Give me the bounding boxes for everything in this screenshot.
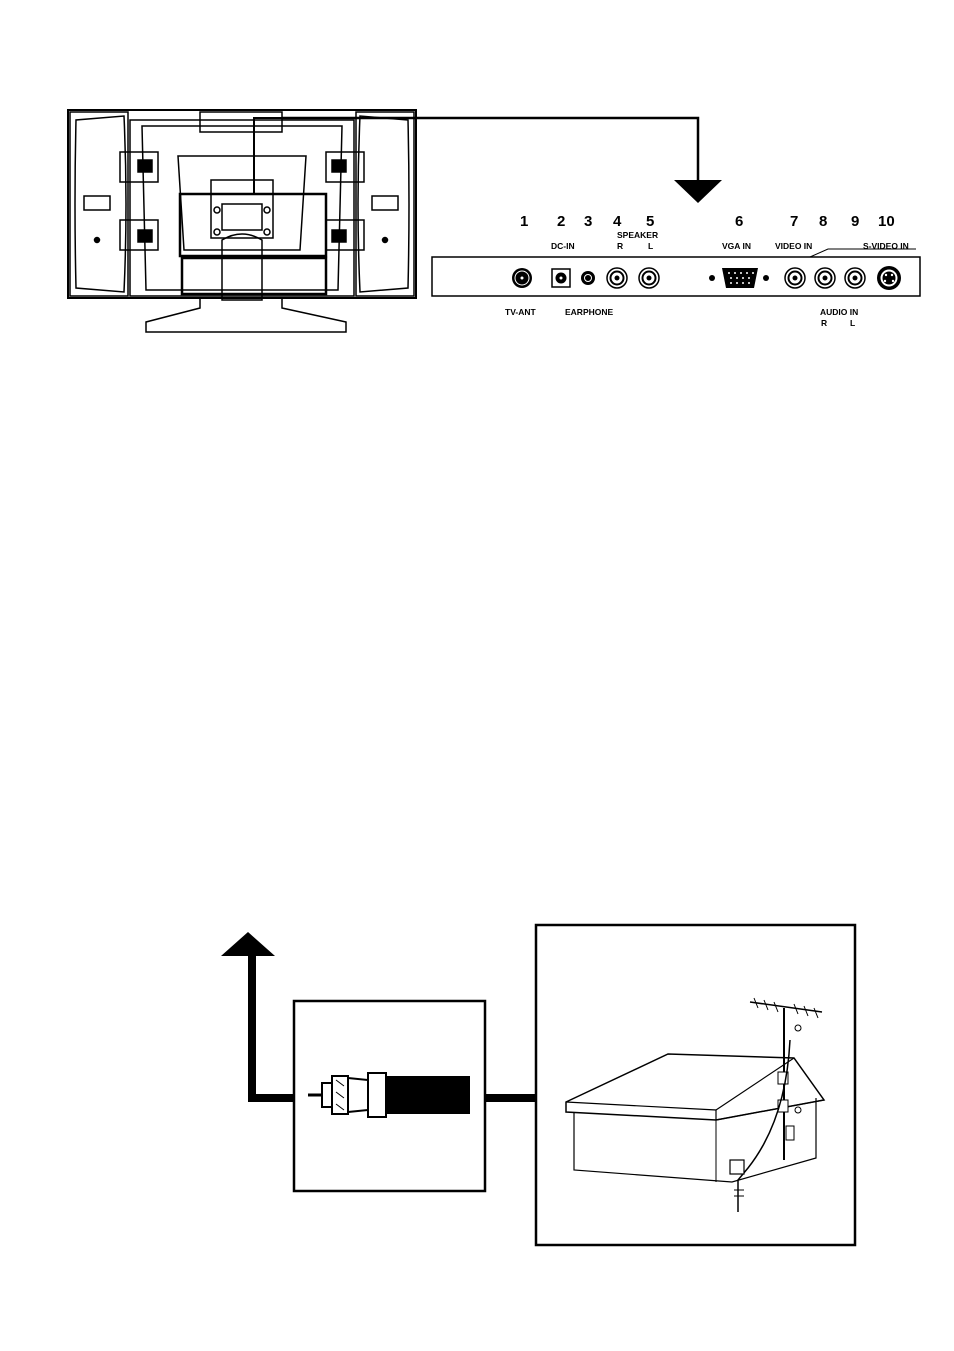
speaker-brackets xyxy=(120,152,364,250)
label-video-in: VIDEO IN xyxy=(775,241,812,251)
speaker-r-jack xyxy=(607,268,627,288)
label-audio-l: L xyxy=(850,318,855,328)
tv-rear-view xyxy=(68,110,416,332)
label-speaker-l: L xyxy=(648,241,653,251)
port-number-5: 5 xyxy=(646,213,654,230)
port-number-3: 3 xyxy=(584,213,592,230)
tv-antenna-jack xyxy=(512,268,532,288)
right-speaker xyxy=(356,112,414,296)
label-audio-in: AUDIO IN xyxy=(820,307,858,317)
house-antenna-box xyxy=(536,925,855,1245)
left-speaker xyxy=(70,112,128,296)
port-number-1: 1 xyxy=(520,213,528,230)
video-in-jack xyxy=(785,268,805,288)
s-video-in-jack xyxy=(877,266,901,290)
audio-in-r-jack xyxy=(815,268,835,288)
label-speaker: SPEAKER xyxy=(617,230,658,240)
audio-in-l-jack xyxy=(845,268,865,288)
terminal-panel xyxy=(432,249,920,296)
vga-in-port xyxy=(709,268,769,288)
label-tv-ant: TV-ANT xyxy=(505,307,537,317)
port-number-7: 7 xyxy=(790,213,798,230)
label-vga-in: VGA IN xyxy=(722,241,751,251)
antenna-connection-diagram xyxy=(221,925,855,1245)
port-number-2: 2 xyxy=(557,213,565,230)
label-audio-r: R xyxy=(821,318,827,328)
callout-arrow xyxy=(282,118,722,203)
port-number-4: 4 xyxy=(613,213,622,230)
dc-in-jack xyxy=(552,269,570,287)
bottom-labels: TV-ANT EARPHONE AUDIO IN R L xyxy=(505,307,858,328)
earphone-jack xyxy=(581,271,595,285)
label-earphone: EARPHONE xyxy=(565,307,614,317)
port-number-8: 8 xyxy=(819,213,827,230)
label-speaker-r: R xyxy=(617,241,623,251)
top-labels: DC-IN SPEAKER R L VGA IN VIDEO IN S-VIDE… xyxy=(551,230,909,251)
port-number-6: 6 xyxy=(735,213,743,230)
up-arrow-icon xyxy=(221,932,275,956)
port-number-9: 9 xyxy=(851,213,859,230)
port-numbers: 1 2 3 4 5 6 7 8 9 10 xyxy=(520,213,895,230)
label-dc-in: DC-IN xyxy=(551,241,575,251)
port-number-10: 10 xyxy=(878,213,895,230)
coax-plug-box xyxy=(294,1001,485,1191)
speaker-l-jack xyxy=(639,268,659,288)
